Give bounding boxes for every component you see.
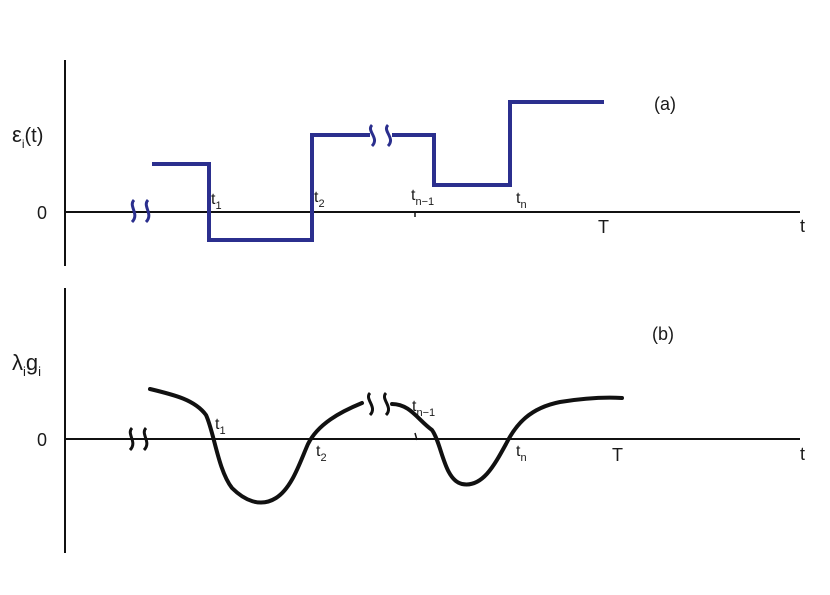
- panel-a-axis-break: [130, 198, 151, 224]
- panel-b-tn-label: tn: [516, 443, 527, 464]
- panel-b-signal-break: [367, 391, 391, 417]
- panel-a-y-label: εi(t): [12, 122, 43, 151]
- panel-a-x-label: t: [800, 216, 805, 236]
- panel-b-axis-break: [128, 426, 149, 452]
- panel-a-signal-break: [369, 123, 393, 148]
- panel-b-x-label: t: [800, 444, 805, 464]
- panel-a-tn-1-label: tn−1: [411, 187, 434, 208]
- panel-b-tn-1-label: tn−1: [412, 398, 435, 419]
- panel-b-tag: (b): [652, 324, 674, 344]
- panel-a-zero-label: 0: [37, 203, 47, 223]
- panel-a: εi(t) 0 t T (a) t1 t2 tn: [12, 60, 805, 266]
- panel-a-step-signal: [152, 100, 604, 242]
- panel-a-end-label: T: [598, 217, 609, 237]
- panel-b: λigi 0 t T (b) t1 t2 tn−: [12, 288, 805, 553]
- panel-b-y-label: λigi: [12, 350, 41, 379]
- panel-b-tick-tn-1: [414, 432, 418, 441]
- panel-b-smooth-signal: [148, 387, 624, 505]
- panel-b-zero-label: 0: [37, 430, 47, 450]
- panel-b-t1-label: t1: [215, 416, 226, 437]
- panel-a-t2-label: t2: [314, 189, 325, 210]
- panel-a-tn-label: tn: [516, 190, 527, 211]
- panel-a-tag: (a): [654, 94, 676, 114]
- panel-b-end-label: T: [612, 445, 623, 465]
- panel-b-t2-label: t2: [316, 443, 327, 464]
- panel-a-t1-label: t1: [211, 191, 222, 212]
